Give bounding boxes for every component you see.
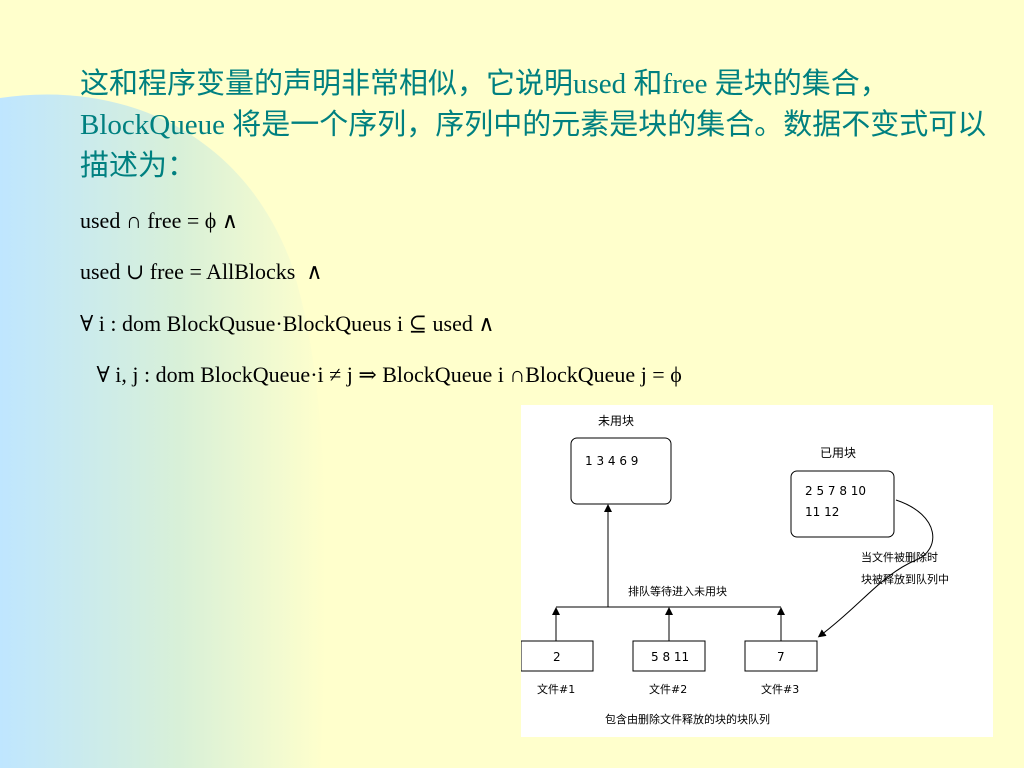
file-2-label: 文件#2 bbox=[649, 682, 687, 696]
file-3-box bbox=[744, 640, 818, 672]
release-note-line-1: 当文件被删除时 bbox=[861, 550, 938, 564]
file-3-blocks: 7 bbox=[777, 650, 785, 664]
queue-label: 排队等待进入未用块 bbox=[628, 584, 727, 598]
used-blocks-title: 已用块 bbox=[820, 446, 856, 460]
unused-blocks-contents: 1 3 4 6 9 bbox=[585, 454, 638, 468]
used-blocks-line-1: 2 5 7 8 10 bbox=[805, 484, 866, 498]
used-blocks-line-2: 11 12 bbox=[805, 505, 839, 519]
formula-line-3: ∀ i : dom BlockQusue·BlockQueus i ⊆ used… bbox=[80, 311, 495, 336]
unused-blocks-title: 未用块 bbox=[598, 414, 634, 428]
block-queue-diagram: 未用块 1 3 4 6 9 已用块 2 5 7 8 10 11 12 当文件被删… bbox=[521, 405, 993, 737]
file-1-label: 文件#1 bbox=[537, 682, 575, 696]
decorative-curve-shape bbox=[0, 94, 326, 768]
release-note-line-2: 块被释放到队列中 bbox=[861, 572, 949, 586]
unused-blocks-box bbox=[570, 437, 672, 505]
formula-line-4: ∀ i, j : dom BlockQueue·i ≠ j ⇒ BlockQue… bbox=[80, 362, 682, 387]
used-blocks-box bbox=[790, 470, 895, 538]
release-curve-arrow bbox=[817, 499, 934, 638]
formula-line-1: used ∩ free = ϕ ∧ bbox=[80, 208, 238, 233]
file-1-blocks: 2 bbox=[553, 650, 561, 664]
file-3-label: 文件#3 bbox=[761, 682, 799, 696]
formula-line-2: used ∪ free = AllBlocks ∧ bbox=[80, 259, 323, 284]
slide-text-area: 这和程序变量的声明非常相似，它说明used 和free 是块的集合，BlockQ… bbox=[80, 64, 1000, 187]
intro-paragraph: 这和程序变量的声明非常相似，它说明used 和free 是块的集合，BlockQ… bbox=[80, 68, 987, 182]
file-2-blocks: 5 8 11 bbox=[651, 650, 689, 664]
diagram-caption: 包含由删除文件释放的块的块队列 bbox=[605, 712, 770, 726]
file-1-box bbox=[521, 640, 594, 672]
file-2-box bbox=[632, 640, 706, 672]
